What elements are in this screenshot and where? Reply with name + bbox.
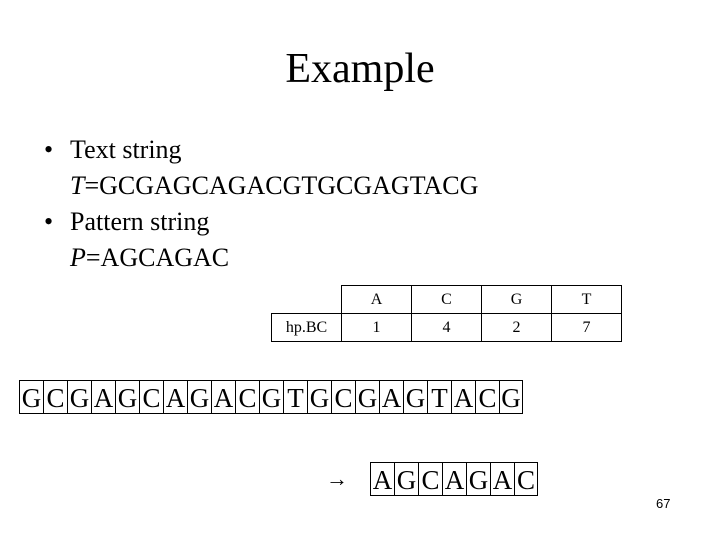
letter-cell: G [499, 380, 523, 414]
letter-cell: G [355, 380, 379, 414]
letter-cell: C [475, 380, 499, 414]
bullet-text-string: • Text string [44, 132, 478, 168]
table-header-cell: C [411, 285, 482, 314]
letter-cell: C [139, 380, 163, 414]
text-value: =GCGAGCAGACGTGCGAGTACG [84, 171, 479, 200]
page-number: 67 [656, 496, 671, 511]
table-header-cell: G [481, 285, 552, 314]
letter-cell: A [379, 380, 403, 414]
letter-cell: A [370, 462, 394, 496]
letter-cell: G [403, 380, 427, 414]
letter-cell: G [394, 462, 418, 496]
letter-cell: G [67, 380, 91, 414]
letter-cell: A [442, 462, 466, 496]
letter-cell: C [514, 462, 538, 496]
letter-cell: T [283, 380, 307, 414]
table-cell: 4 [411, 313, 482, 342]
text-variable: T [70, 171, 85, 200]
hpbc-table: A C G T hp.BC 1 4 2 7 [271, 285, 622, 342]
pattern-variable: P [70, 243, 86, 272]
letter-cell: A [163, 380, 187, 414]
letter-cell: G [307, 380, 331, 414]
bullet-dot-icon: • [44, 135, 54, 164]
letter-cell: C [43, 380, 67, 414]
bullet-pattern-string: • Pattern string [44, 204, 478, 240]
letter-cell: G [466, 462, 490, 496]
pattern-value: =AGCAGAC [85, 243, 230, 272]
letter-cell: A [211, 380, 235, 414]
pattern-string-definition: P=AGCAGAC [44, 240, 478, 276]
letter-cell: C [418, 462, 442, 496]
letter-cell: G [115, 380, 139, 414]
bullet-label: Pattern string [70, 207, 210, 236]
table-row-label: hp.BC [271, 313, 342, 342]
letter-cell: G [259, 380, 283, 414]
letter-cell: G [19, 380, 43, 414]
bullet-label: Text string [70, 135, 182, 164]
text-string-definition: T=GCGAGCAGACGTGCGAGTACG [44, 168, 478, 204]
table-cell: 7 [551, 313, 622, 342]
table-cell: 1 [341, 313, 412, 342]
table-row: hp.BC 1 4 2 7 [271, 313, 622, 342]
letter-cell: C [235, 380, 259, 414]
letter-cell: T [427, 380, 451, 414]
table-header-row: A C G T [271, 285, 622, 314]
table-header-cell: T [551, 285, 622, 314]
letter-cell: C [331, 380, 355, 414]
letter-cell: A [91, 380, 115, 414]
table-header-cell: A [341, 285, 412, 314]
right-arrow-icon: → [326, 466, 348, 491]
table-cell: 2 [481, 313, 552, 342]
letter-cell: A [451, 380, 475, 414]
slide-title: Example [285, 46, 435, 92]
bullet-list: • Text string T=GCGAGCAGACGTGCGAGTACG • … [44, 132, 478, 276]
bullet-dot-icon: • [44, 207, 54, 236]
letter-cell: G [187, 380, 211, 414]
letter-cell: A [490, 462, 514, 496]
table-corner-cell [271, 285, 342, 314]
